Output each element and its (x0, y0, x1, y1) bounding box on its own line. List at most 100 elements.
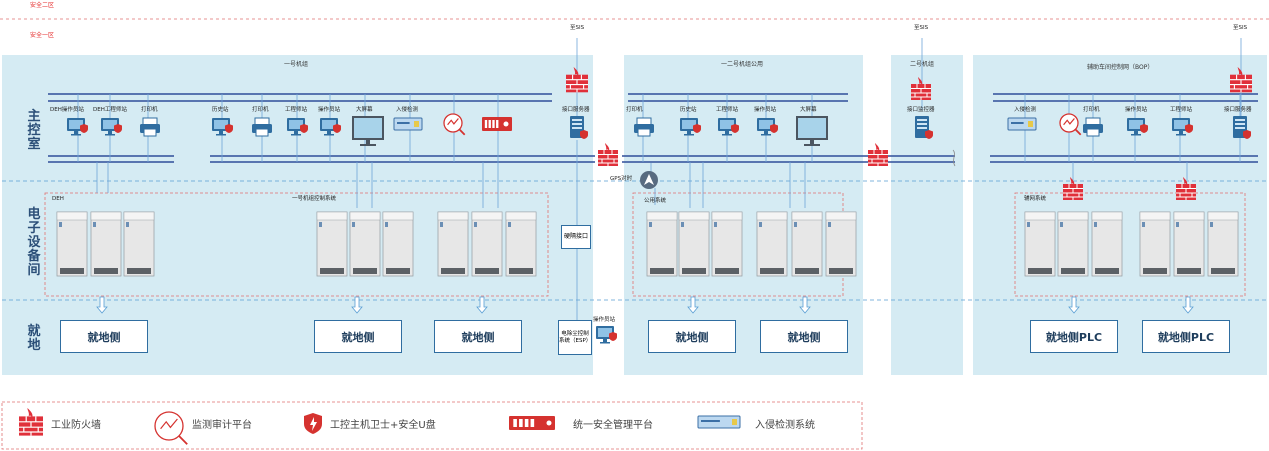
group-frame (1014, 192, 1246, 297)
legend-label: 工业防火墙 (51, 420, 101, 431)
field-side-box: 就地侧 (314, 320, 402, 353)
workstation-icon (67, 118, 88, 136)
audit-icon (443, 113, 466, 136)
group-label-common: 公用系统 (644, 198, 667, 204)
workstation-icon (101, 118, 122, 136)
to-sis-label-3: 至SIS (1233, 25, 1248, 31)
field-side-box: 就地侧PLC (1030, 320, 1118, 353)
field-side-box: 就地侧 (60, 320, 148, 353)
bus-break-icon (952, 149, 956, 167)
group-label-deh: DEH (52, 196, 64, 202)
device-label: 接口服务器 (1224, 107, 1252, 113)
workstation-icon (680, 118, 701, 136)
firewall-icon (911, 77, 931, 100)
device-label: 工程师站 (285, 107, 308, 113)
host-guard-badge (333, 124, 341, 133)
device-label: 接口监控器 (907, 107, 935, 113)
workstation-icon (1172, 118, 1193, 136)
group-frame (44, 192, 549, 297)
panel-background (891, 55, 963, 375)
control-cabinet-icon (756, 211, 788, 277)
printer-icon (252, 117, 272, 137)
device-label: DEH操作员站 (50, 107, 84, 113)
firewall-icon (1063, 177, 1083, 200)
legend-frame (1, 401, 863, 450)
host-guard-badge (1243, 130, 1251, 139)
host-guard-badge (1185, 124, 1193, 133)
legend-label: 工控主机卫士+安全U盘 (330, 420, 436, 431)
host-guard-badge (770, 124, 778, 133)
down-arrow-icon (351, 296, 363, 314)
legend-firewall-icon (19, 408, 44, 436)
workstation-icon (718, 118, 739, 136)
isolation-interface-box: 硬隔接口 (561, 225, 591, 249)
row-field: 就地 (27, 324, 41, 353)
device-label: 历史站 (212, 107, 229, 113)
device-label: 操作员站 (318, 107, 341, 113)
gps-icon (640, 171, 658, 189)
down-arrow-icon (1068, 296, 1080, 314)
down-arrow-icon (799, 296, 811, 314)
row-electronic-room: 电子设备间 (27, 207, 41, 278)
control-cabinet-icon (678, 211, 710, 277)
control-cabinet-icon (1057, 211, 1089, 277)
control-cabinet-icon (1173, 211, 1205, 277)
panel-title-bop: 辅助车间控制网（BOP） (1087, 64, 1154, 71)
host-guard-badge (114, 124, 122, 133)
host-guard-badge (580, 130, 588, 139)
panel-title-unit2: 二号机组 (910, 61, 935, 68)
firewall-icon (1230, 67, 1253, 93)
printer-icon (1083, 117, 1103, 137)
workstation-icon (1127, 118, 1148, 136)
host-guard-badge (693, 124, 701, 133)
printer-icon (634, 117, 654, 137)
big-screen-icon (796, 116, 828, 146)
host-guard-badge (925, 130, 933, 139)
control-cabinet-icon (825, 211, 857, 277)
device-label: 接口服务器 (562, 107, 590, 113)
zone2-label: 安全二区 (30, 2, 55, 9)
control-cabinet-icon (1207, 211, 1239, 277)
control-cabinet-icon (316, 211, 348, 277)
field-side-box: 就地侧 (434, 320, 522, 353)
control-cabinet-icon (1024, 211, 1056, 277)
control-cabinet-icon (56, 211, 88, 277)
control-cabinet-icon (646, 211, 678, 277)
device-label: 打印机 (141, 107, 158, 113)
big-screen-icon (352, 116, 384, 146)
host-guard-badge (731, 124, 739, 133)
field-side-box: 就地侧 (760, 320, 848, 353)
device-label: DEH工程师站 (93, 107, 127, 113)
device-label: 操作员站 (1125, 107, 1148, 113)
intrusion-detection-icon (1007, 117, 1037, 131)
host-guard-badge (300, 124, 308, 133)
interface-server-icon (1233, 116, 1251, 139)
firewall-icon (868, 143, 888, 166)
group-label-unit1: 一号机组控制系统 (292, 196, 337, 202)
device-label: 打印机 (252, 107, 269, 113)
firewall-icon (1176, 177, 1196, 200)
control-cabinet-icon (349, 211, 381, 277)
workstation-icon (212, 118, 233, 136)
to-sis-label-1: 至SIS (570, 25, 585, 31)
esp-operator-icon (596, 326, 617, 344)
zone1-label: 安全一区 (30, 32, 55, 39)
host-guard-badge (1140, 124, 1148, 133)
interface-monitor-icon (915, 116, 933, 139)
device-label: 操作员站 (754, 107, 777, 113)
legend-label: 监测审计平台 (192, 420, 252, 431)
control-cabinet-icon (471, 211, 503, 277)
device-label: 入侵检测 (396, 107, 419, 113)
legend-label: 入侵检测系统 (755, 420, 815, 431)
device-label: 工程师站 (716, 107, 739, 113)
control-cabinet-icon (382, 211, 414, 277)
device-label: 打印机 (1083, 107, 1100, 113)
device-label: 入侵检测 (1014, 107, 1037, 113)
host-guard-badge (80, 124, 88, 133)
workstation-icon (287, 118, 308, 136)
firewall-icon (566, 67, 589, 93)
workstation-icon (757, 118, 778, 136)
control-cabinet-icon (1139, 211, 1171, 277)
